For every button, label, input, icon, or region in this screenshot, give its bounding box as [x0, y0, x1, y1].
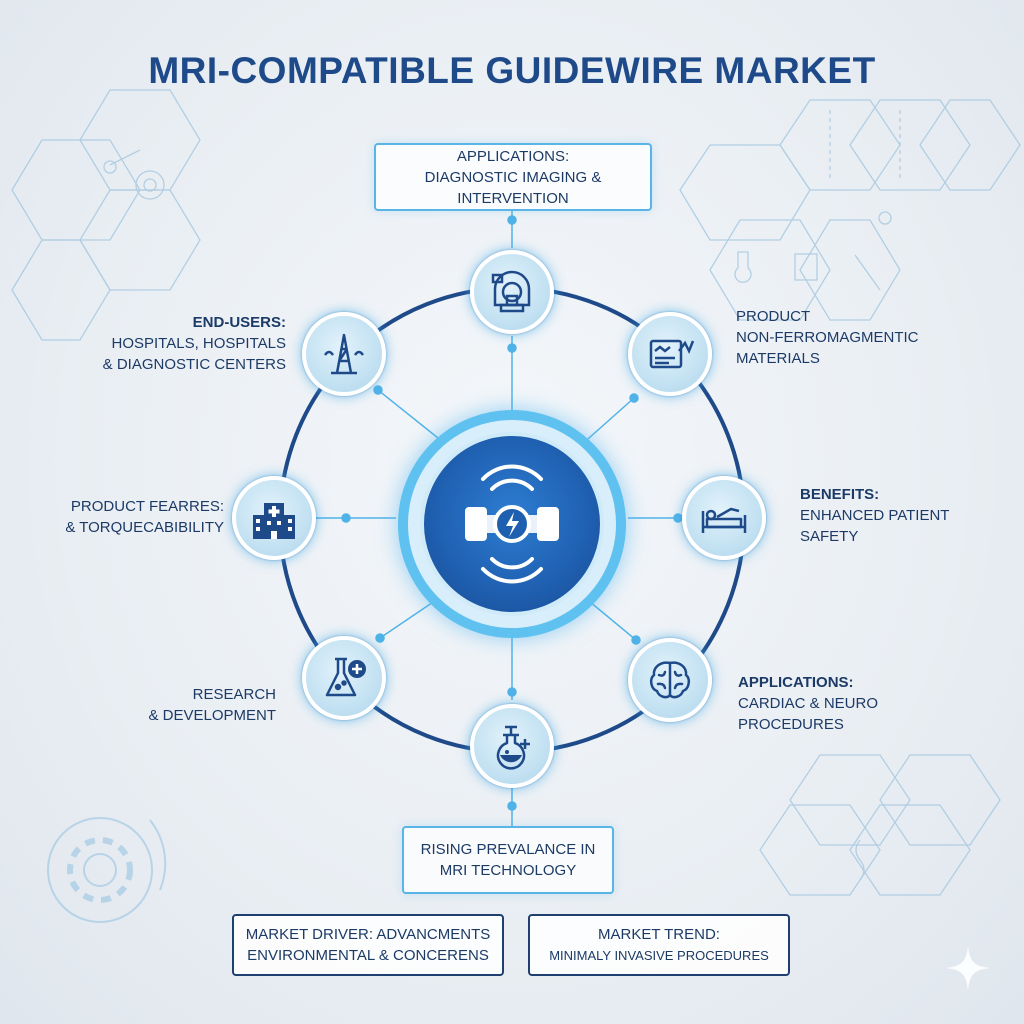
node-hospital	[232, 476, 316, 560]
hex-decoration	[849, 804, 971, 896]
connector-dot	[673, 513, 683, 523]
central-hub	[420, 432, 604, 616]
oil-rig-icon	[323, 333, 365, 375]
chemistry-flask-icon	[496, 725, 530, 770]
node-flask-plus	[302, 636, 386, 720]
applications-imaging-box: APPLICATIONS: DIAGNOSTIC IMAGING & INTER…	[374, 143, 652, 211]
connector-dot	[631, 635, 641, 645]
hex-decoration	[709, 219, 831, 321]
node-brain	[628, 638, 712, 722]
node-oil-rig	[302, 312, 386, 396]
lab-rack-icon	[794, 253, 818, 281]
box-heading: APPLICATIONS:	[456, 147, 570, 165]
connector-dot	[373, 385, 383, 395]
connector-dot	[507, 343, 517, 353]
mri-scanner-icon	[491, 270, 531, 313]
patient-bed-icon	[701, 507, 747, 533]
hex-decoration	[919, 99, 1021, 191]
sparkle-icon	[946, 946, 990, 990]
gear-icon	[135, 170, 165, 200]
node-device-chart	[628, 312, 712, 396]
connector-dot	[341, 513, 351, 523]
connector-dot	[507, 687, 517, 697]
label-product-materials: PRODUCT NON-FERROMAGMENTIC MATERIALS	[736, 308, 919, 367]
brain-icon	[649, 661, 691, 699]
connector-dot	[507, 801, 517, 811]
label-benefits: BENEFITS: ENHANCED PATIENT SAFETY	[800, 486, 950, 545]
gear-icon	[47, 817, 167, 923]
hospital-building-icon	[253, 503, 295, 539]
guidewire-signal-icon	[465, 464, 559, 584]
hex-decoration	[879, 754, 1001, 846]
flame-icon	[855, 839, 865, 881]
node-chemistry-flask	[470, 704, 554, 788]
hex-decoration	[799, 219, 901, 321]
hex-decoration	[849, 99, 971, 191]
rising-prevalence-box: RISING PREVALANCE IN MRI TECHNOLOGY	[402, 826, 614, 894]
label-product-features: PRODUCT FEARRES: & TORQUECABIBILITY	[65, 498, 224, 536]
node-patient-bed	[682, 476, 766, 560]
label-end-users: END-USERS: HOSPITALS, HOSPITALS & DIAGNO…	[102, 314, 286, 373]
connector-dot	[629, 393, 639, 403]
box-text: DIAGNOSTIC IMAGING & INTERVENTION	[424, 168, 602, 207]
page-title: MRI-COMPATIBLE GUIDEWIRE MARKET	[148, 50, 876, 91]
device-chart-icon	[649, 339, 695, 369]
label-applications-cardiac: APPLICATIONS: CARDIAC & NEURO PROCEDURES	[738, 674, 879, 733]
label-research: RESEARCH & DEVELOPMENT	[148, 686, 276, 724]
market-driver-box: MARKET DRIVER: ADVANCMENTS ENVIRONMENTAL…	[232, 914, 504, 976]
beaker-icon	[734, 251, 752, 283]
hex-decoration	[759, 804, 881, 896]
flask-plus-icon	[325, 657, 366, 697]
hex-decoration	[679, 144, 811, 241]
market-trend-box: MARKET TREND: MINIMALY INVASIVE PROCEDUR…	[528, 914, 790, 976]
node-mri-scanner	[470, 250, 554, 334]
connector-dot	[507, 215, 517, 225]
connector-dot	[375, 633, 385, 643]
hex-decoration	[789, 754, 911, 846]
hex-decoration	[11, 239, 111, 341]
